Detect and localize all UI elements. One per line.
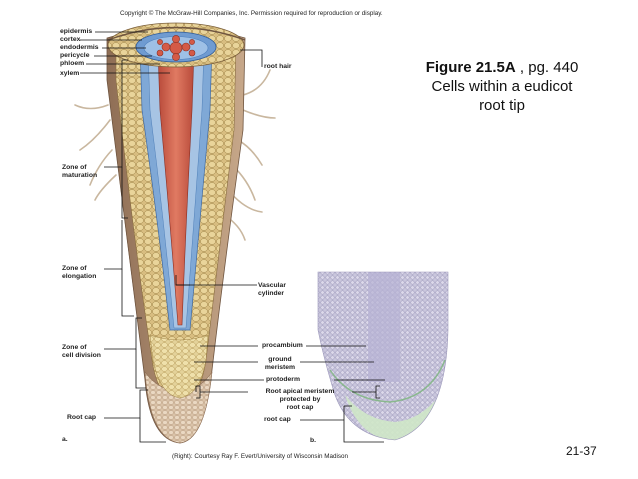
label-vascular-cylinder: Vascular cylinder (258, 282, 286, 298)
figure-caption-line2: root tip (479, 97, 525, 114)
label-vascular-line2: cylinder (258, 290, 285, 297)
figure-number: Figure 21.5A (425, 59, 516, 76)
label-ground-line1: ground (268, 356, 292, 363)
label-apical-line1: Root apical meristem (265, 388, 335, 395)
label-protoderm: protoderm (266, 376, 300, 383)
label-procambium: procambium (262, 342, 303, 349)
figure-title: Figure 21.5A , pg. 440 Cells within a eu… (392, 58, 612, 115)
label-zone-elongation-line1: Zone of (62, 265, 87, 272)
label-zone-cell-division-line2: cell division (62, 352, 101, 359)
label-vascular-line1: Vascular (258, 282, 286, 289)
label-zone-maturation: Zone of maturation (62, 164, 97, 180)
label-zone-elongation: Zone of elongation (62, 265, 96, 281)
label-zone-cell-division-line1: Zone of (62, 344, 87, 351)
label-phloem: phloem (60, 60, 85, 67)
label-zone-elongation-line2: elongation (62, 273, 97, 280)
figure-caption-line1: Cells within a eudicot (431, 78, 573, 95)
label-root-hair: root hair (264, 63, 292, 70)
figure-title-line: Figure 21.5A , pg. 440 (392, 58, 612, 77)
label-panel-b: b. (310, 437, 317, 444)
label-apical-line2: protected by (279, 396, 321, 403)
label-endodermis: endodermis (60, 44, 99, 51)
label-root-apical-meristem: Root apical meristem protected by root c… (248, 388, 352, 412)
figure-page-ref: , pg. 440 (515, 59, 579, 76)
label-ground-meristem: ground meristem (259, 356, 301, 372)
label-zone-maturation-line1: Zone of (62, 164, 87, 171)
label-cortex: cortex (60, 36, 81, 43)
label-root-cap-left: Root cap (67, 414, 97, 421)
label-root-cap-right: root cap (264, 416, 291, 423)
label-pericycle: pericycle (60, 52, 90, 59)
label-apical-line3: root cap (286, 404, 314, 411)
copyright-notice: Copyright © The McGraw-Hill Companies, I… (120, 10, 383, 17)
label-xylem: xylem (60, 70, 80, 77)
slide-number: 21-37 (566, 444, 597, 458)
label-epidermis: epidermis (60, 28, 93, 35)
image-credit: (Right): Courtesy Ray F. Evert/Universit… (172, 453, 349, 460)
label-zone-maturation-line2: maturation (62, 172, 98, 179)
label-zone-cell-division: Zone of cell division (62, 344, 101, 360)
label-panel-a: a. (62, 436, 68, 443)
label-ground-line2: meristem (264, 364, 296, 371)
